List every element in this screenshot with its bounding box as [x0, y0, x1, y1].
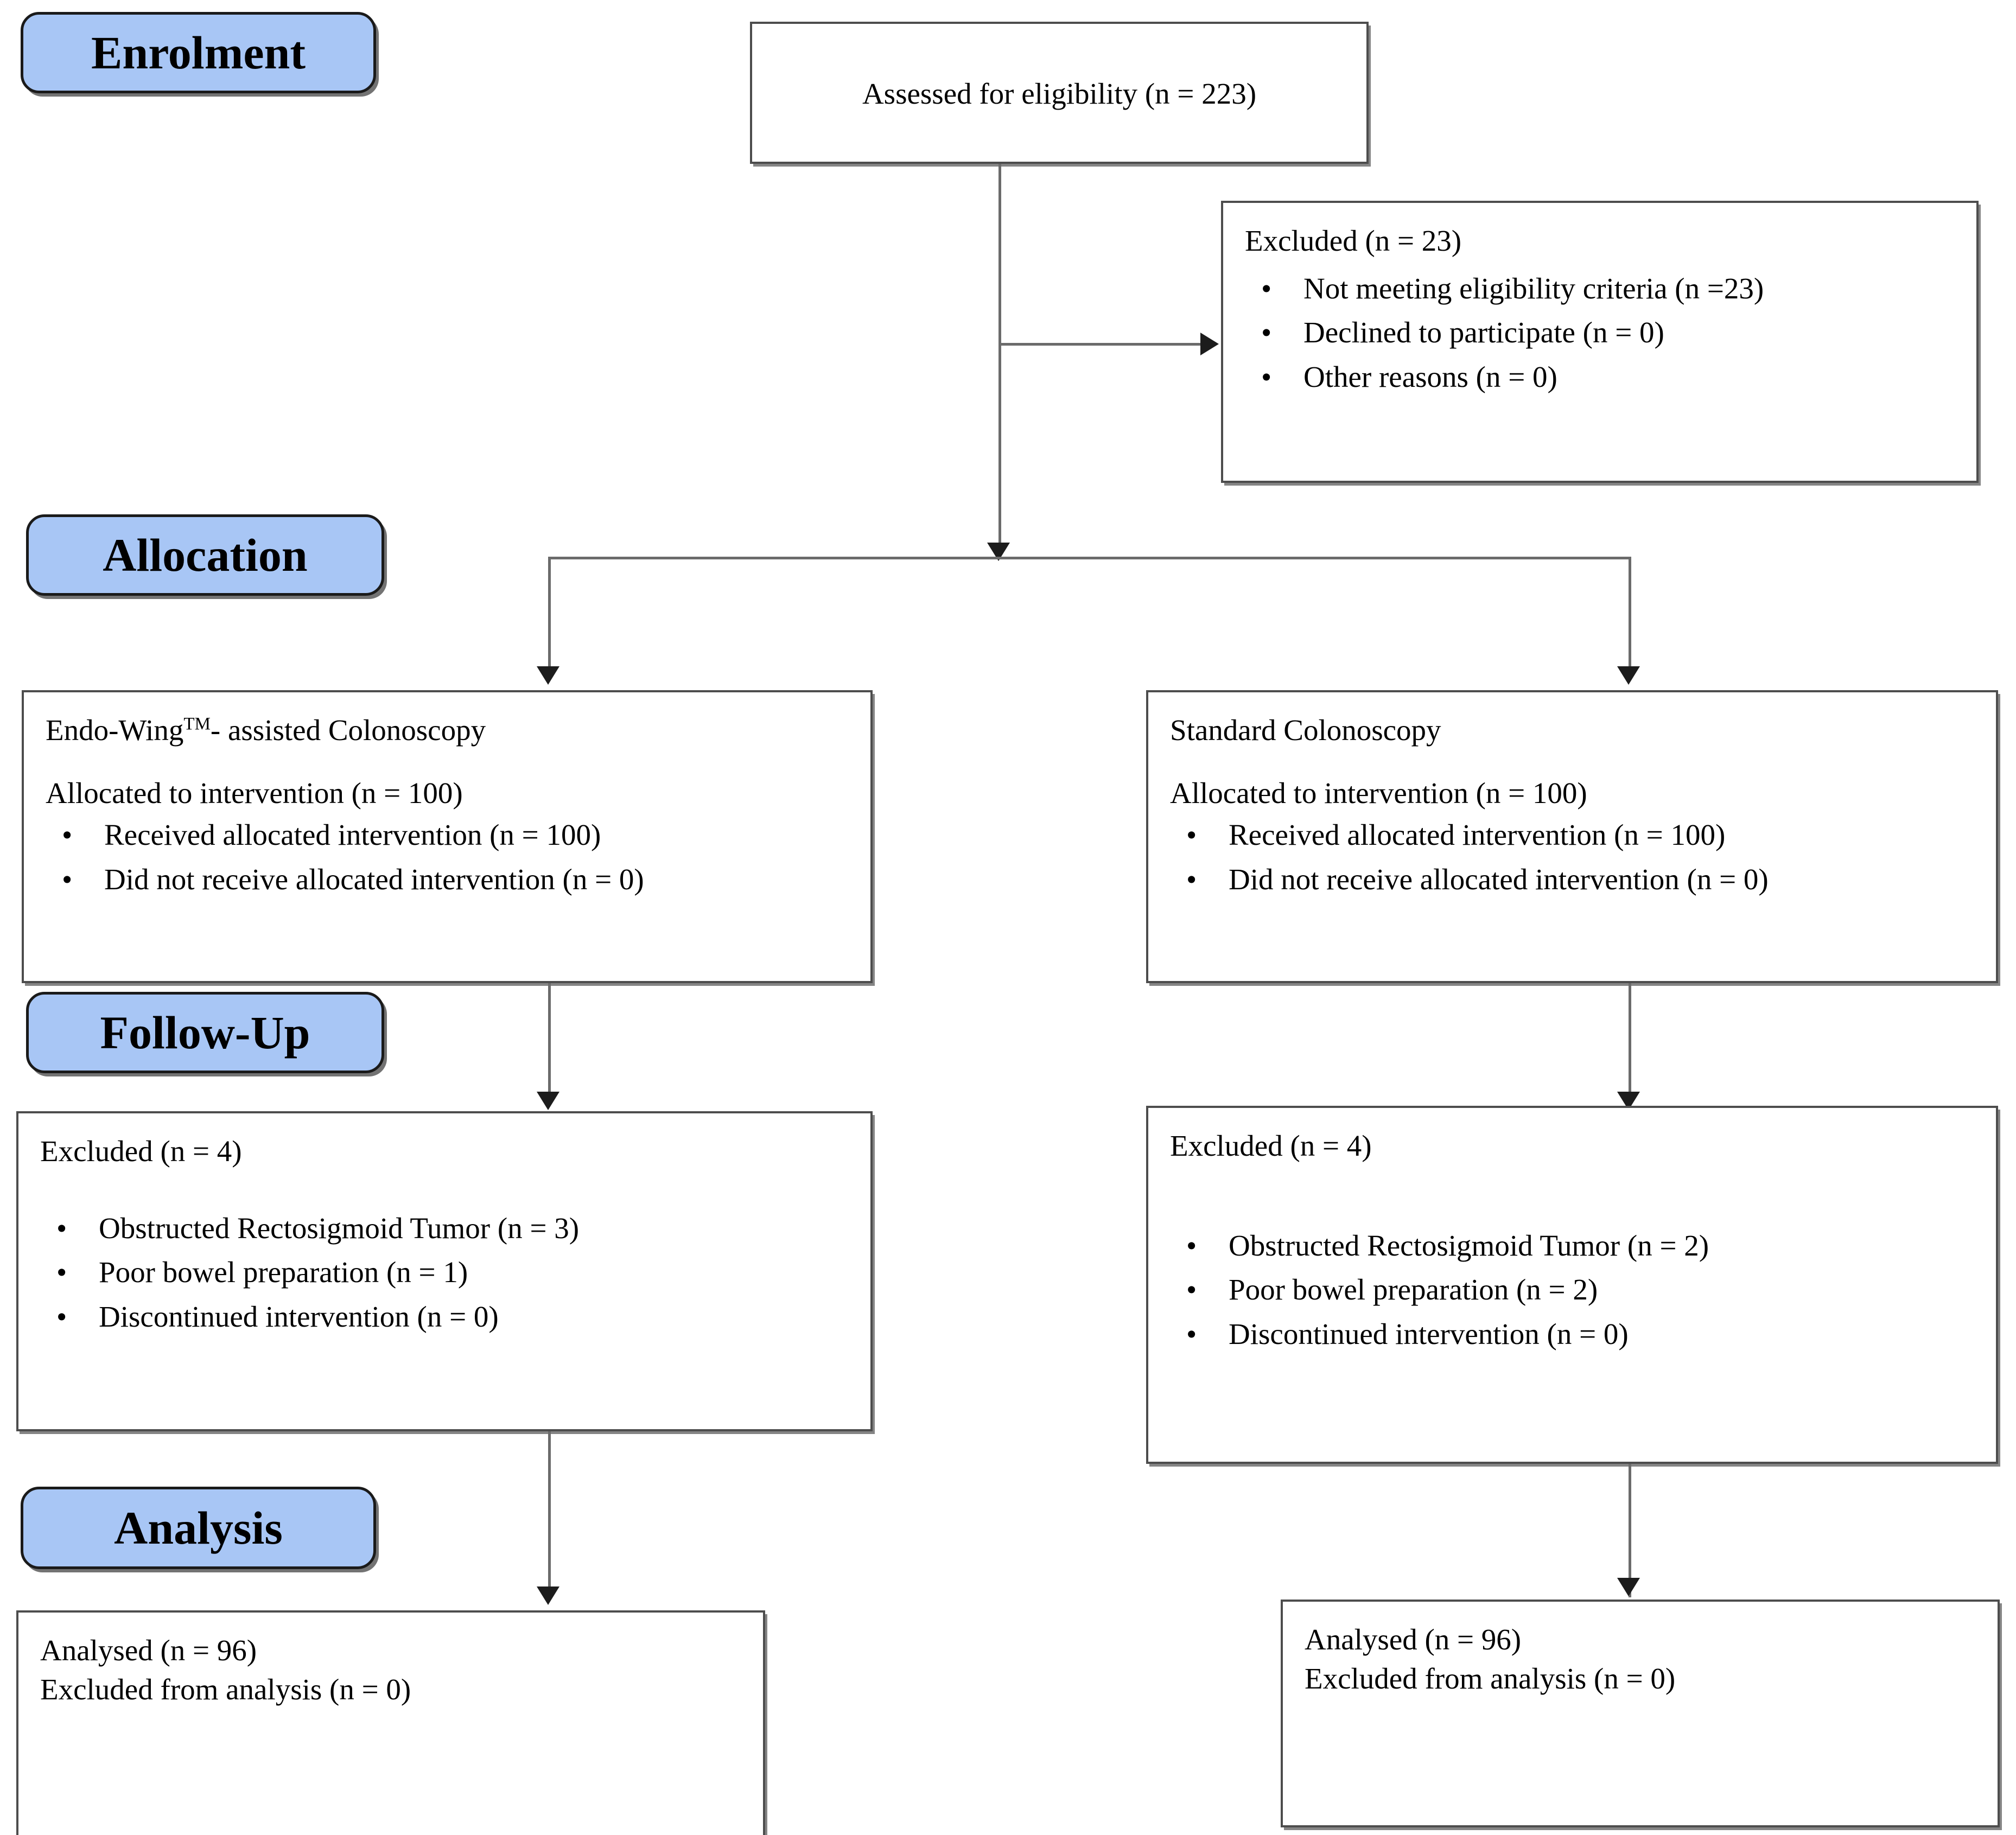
alloc-left-heading: Allocated to intervention (n = 100)	[46, 776, 463, 810]
list-item-text: Other reasons (n = 0)	[1303, 360, 1557, 393]
bullet-glyph: •	[62, 862, 73, 896]
list-item-text: Declined to participate (n = 0)	[1303, 316, 1664, 349]
connector-allocation-left-drop	[548, 557, 551, 668]
list-item: • Other reasons (n = 0)	[1245, 358, 1955, 397]
list-item: • Received allocated intervention (n = 1…	[46, 815, 849, 855]
bullet-glyph: •	[56, 1256, 67, 1289]
list-item-text: Received allocated intervention (n = 100…	[1229, 818, 1726, 851]
list-item: • Discontinued intervention (n = 0)	[1170, 1315, 1974, 1354]
box-analysis-left: Analysed (n = 96) Excluded from analysis…	[16, 1610, 765, 1835]
excluded-enrolment-list: • Not meeting eligibility criteria (n =2…	[1245, 269, 1955, 397]
analysis-right-line2: Excluded from analysis (n = 0)	[1305, 1661, 1676, 1695]
box-excluded-enrolment: Excluded (n = 23) • Not meeting eligibil…	[1221, 201, 1979, 483]
list-item-text: Discontinued intervention (n = 0)	[99, 1299, 499, 1333]
stage-label-enrolment: Enrolment	[21, 12, 376, 93]
box-allocation-right: Standard Colonoscopy Allocated to interv…	[1146, 690, 1998, 983]
list-item: • Did not receive allocated intervention…	[46, 860, 849, 899]
connector-alloc-right-to-followup	[1629, 983, 1631, 1094]
alloc-right-heading: Allocated to intervention (n = 100)	[1170, 776, 1587, 810]
stage-label-analysis-text: Analysis	[114, 1502, 283, 1554]
box-followup-right: Excluded (n = 4) • Obstructed Rectosigmo…	[1146, 1106, 1998, 1464]
bullet-glyph: •	[1261, 316, 1272, 349]
arrowhead-to-analysis-left	[537, 1586, 559, 1605]
trademark-superscript: TM	[183, 714, 211, 734]
bullet-glyph: •	[1186, 818, 1197, 851]
stage-label-allocation: Allocation	[26, 514, 384, 596]
list-item: • Declined to participate (n = 0)	[1245, 313, 1955, 352]
box-analysis-right: Analysed (n = 96) Excluded from analysis…	[1281, 1600, 2000, 1827]
alloc-left-title: Endo-WingTM- assisted Colonoscopy	[46, 711, 849, 750]
stage-label-enrolment-text: Enrolment	[91, 27, 306, 79]
connector-followup-left-to-analysis	[548, 1431, 551, 1589]
alloc-right-list: • Received allocated intervention (n = 1…	[1170, 815, 1974, 899]
alloc-left-list: • Received allocated intervention (n = 1…	[46, 815, 849, 899]
list-item-text: Obstructed Rectosigmoid Tumor (n = 3)	[99, 1211, 580, 1245]
list-item: • Poor bowel preparation (n = 2)	[1170, 1270, 1974, 1309]
followup-left-heading: Excluded (n = 4)	[40, 1135, 242, 1168]
analysis-left-line1: Analysed (n = 96)	[40, 1634, 257, 1667]
connector-to-excluded-enrolment	[999, 343, 1203, 346]
list-item: • Discontinued intervention (n = 0)	[40, 1297, 849, 1336]
stage-label-followup: Follow-Up	[26, 992, 384, 1073]
connector-assessed-trunk	[999, 164, 1001, 557]
list-item: • Obstructed Rectosigmoid Tumor (n = 2)	[1170, 1226, 1974, 1265]
stage-label-allocation-text: Allocation	[103, 529, 308, 581]
followup-right-list: • Obstructed Rectosigmoid Tumor (n = 2) …	[1170, 1226, 1974, 1354]
list-item: • Did not receive allocated intervention…	[1170, 860, 1974, 899]
list-item: • Obstructed Rectosigmoid Tumor (n = 3)	[40, 1209, 849, 1248]
bullet-glyph: •	[1186, 1228, 1197, 1262]
alloc-left-title-prefix: Endo-Wing	[46, 713, 184, 747]
arrowhead-to-analysis-right	[1617, 1578, 1640, 1596]
arrowhead-to-alloc-left	[537, 666, 559, 685]
list-item-text: Discontinued intervention (n = 0)	[1229, 1317, 1629, 1350]
list-item-text: Did not receive allocated intervention (…	[104, 862, 644, 896]
list-item-text: Obstructed Rectosigmoid Tumor (n = 2)	[1229, 1228, 1709, 1262]
list-item-text: Poor bowel preparation (n = 2)	[1229, 1273, 1598, 1306]
box-assessed-for-eligibility: Assessed for eligibility (n = 223)	[750, 22, 1369, 164]
bullet-glyph: •	[56, 1211, 67, 1245]
list-item: • Poor bowel preparation (n = 1)	[40, 1253, 849, 1292]
arrowhead-to-followup-left	[537, 1092, 559, 1110]
alloc-right-title: Standard Colonoscopy	[1170, 713, 1441, 747]
bullet-glyph: •	[1186, 1273, 1197, 1306]
connector-allocation-right-drop	[1629, 557, 1631, 668]
arrowhead-to-alloc-right	[1617, 666, 1640, 685]
list-item-text: Did not receive allocated intervention (…	[1229, 862, 1769, 896]
assessed-heading: Assessed for eligibility (n = 223)	[862, 77, 1257, 111]
box-allocation-left: Endo-WingTM- assisted Colonoscopy Alloca…	[22, 690, 873, 983]
arrowhead-to-excluded-enrolment	[1200, 333, 1219, 355]
list-item: • Received allocated intervention (n = 1…	[1170, 815, 1974, 855]
bullet-glyph: •	[1261, 271, 1272, 305]
bullet-glyph: •	[1186, 1317, 1197, 1350]
alloc-left-title-suffix: - assisted Colonoscopy	[210, 713, 486, 747]
stage-label-analysis: Analysis	[21, 1487, 376, 1569]
connector-allocation-split-bar	[548, 557, 1631, 559]
bullet-glyph: •	[1186, 862, 1197, 896]
followup-right-heading: Excluded (n = 4)	[1170, 1129, 1372, 1162]
list-item-text: Not meeting eligibility criteria (n =23)	[1303, 271, 1764, 305]
box-followup-left: Excluded (n = 4) • Obstructed Rectosigmo…	[16, 1111, 873, 1431]
followup-left-list: • Obstructed Rectosigmoid Tumor (n = 3) …	[40, 1209, 849, 1336]
list-item: • Not meeting eligibility criteria (n =2…	[1245, 269, 1955, 308]
bullet-glyph: •	[62, 818, 73, 851]
bullet-glyph: •	[1261, 360, 1272, 393]
list-item-text: Received allocated intervention (n = 100…	[104, 818, 601, 851]
analysis-right-line1: Analysed (n = 96)	[1305, 1623, 1522, 1656]
connector-followup-right-to-analysis	[1629, 1464, 1631, 1597]
excluded-enrolment-heading: Excluded (n = 23)	[1245, 224, 1462, 257]
bullet-glyph: •	[56, 1299, 67, 1333]
analysis-left-line2: Excluded from analysis (n = 0)	[40, 1672, 411, 1706]
stage-label-followup-text: Follow-Up	[100, 1006, 310, 1059]
connector-alloc-left-to-followup	[548, 983, 551, 1094]
list-item-text: Poor bowel preparation (n = 1)	[99, 1256, 468, 1289]
